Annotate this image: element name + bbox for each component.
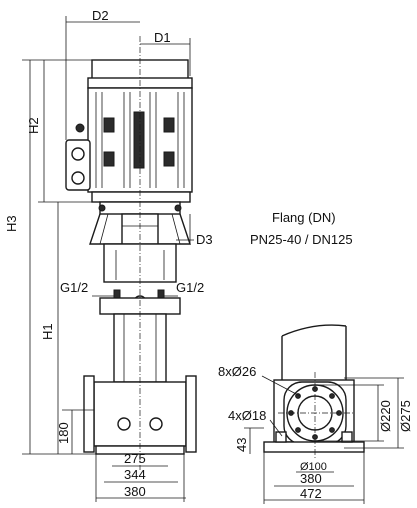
dim-width-275: 275 [124,451,146,466]
dim-hole-8x26: 8xØ26 [218,364,256,379]
front-dimensions: D2 D1 H3 H2 H1 D3 G1/2 G1/2 180 275 [4,8,213,502]
side-dimensions: 8xØ26 4xØ18 43 Ø100 380 472 Ø220 Ø275 [218,364,413,504]
dim-dia-220: Ø220 [378,400,393,432]
dim-dia-100: Ø100 [300,461,327,473]
dim-width-380-front: 380 [124,484,146,499]
suction-flange-left [83,375,95,453]
side-column [281,324,347,380]
dim-width-472: 472 [300,486,322,501]
motor-lug-right-top [163,117,175,133]
dim-base-height: 180 [56,422,71,444]
lantern-bolt-right [174,204,182,212]
lantern-bolt-left [98,204,106,212]
dim-dia-275: Ø275 [398,400,413,432]
dim-h1: H1 [40,323,55,340]
dim-width-344: 344 [124,467,146,482]
dim-h3: H3 [4,215,19,232]
dim-h2: H2 [26,117,41,134]
lantern-window [99,213,181,245]
side-foot-slot-left [275,431,287,443]
dim-d3: D3 [196,232,213,247]
motor-lug-right-bottom [163,151,175,167]
discharge-flange-right [185,375,197,453]
side-foot [263,441,365,453]
flange-note-title: Flang (DN) [272,210,336,225]
base-port-right [149,417,163,431]
front-view [65,36,197,470]
motor-center-strip [133,111,145,169]
terminal-gland-top [71,147,85,161]
side-view [263,324,365,458]
motor-lug-left-bottom [103,151,115,167]
motor-flange [91,191,191,203]
dim-height-43: 43 [234,438,249,452]
dim-d2: D2 [92,8,109,23]
base-port-left [117,417,131,431]
terminal-gland-bottom [71,171,85,185]
motor-lug-left-top [103,117,115,133]
dim-g-left: G1/2 [60,280,88,295]
motor-fins [95,92,185,188]
dim-g-right: G1/2 [176,280,204,295]
dim-hole-4x18: 4xØ18 [228,408,266,423]
terminal-screw [75,123,85,133]
flange-note: Flang (DN) PN25-40 / DN125 [250,210,353,247]
dim-width-380-side: 380 [300,471,322,486]
dim-d1: D1 [154,30,171,45]
side-foot-slot-right [341,431,353,443]
flange-bolt-holes [288,386,342,440]
vent-plug-right [157,289,165,299]
flange-note-spec: PN25-40 / DN125 [250,232,353,247]
vent-plug-left [113,289,121,299]
